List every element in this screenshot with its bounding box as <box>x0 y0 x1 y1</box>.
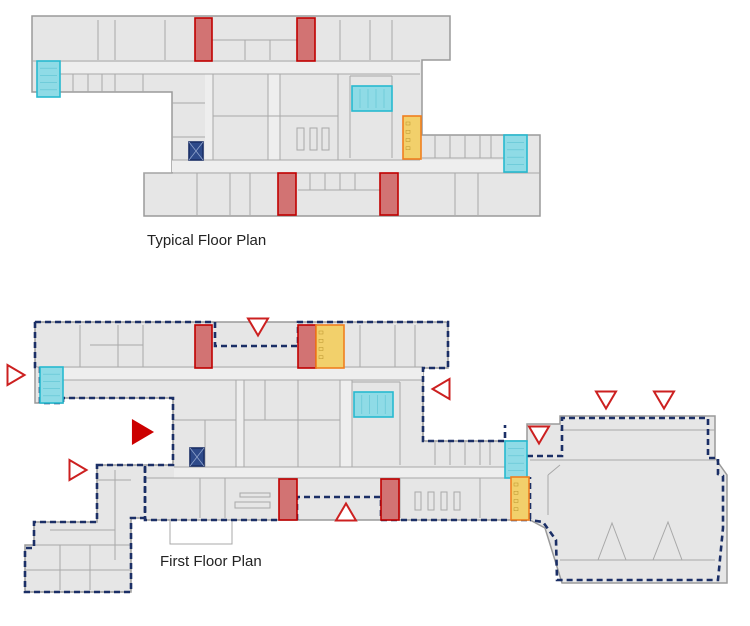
typical-walls <box>32 20 540 215</box>
first-corridor-west <box>236 380 244 467</box>
exit-arrow-left-icon <box>430 377 451 401</box>
typical-floor-plan <box>31 15 541 217</box>
typical-elevators <box>188 141 204 161</box>
typical-stairs <box>36 60 528 173</box>
exit-arrow-up-icon <box>334 501 358 522</box>
typical-corridor-mid <box>268 74 280 160</box>
exit-arrow-down-icon <box>594 390 618 411</box>
main-entry-marker <box>131 419 155 445</box>
zone-boundary-wing <box>23 463 147 594</box>
first-building-outline <box>24 321 728 593</box>
typical-corridor-west <box>205 74 213 160</box>
stair-icon <box>36 60 61 98</box>
exit-arrow-down-icon <box>246 317 270 338</box>
typical-corridor-south <box>172 160 508 172</box>
exit-stair-icon <box>278 478 298 521</box>
exit-arrow-right-icon <box>68 458 89 482</box>
stair-icon <box>503 134 528 173</box>
first-corridor-south <box>174 467 519 478</box>
first-exit-arrows <box>6 317 676 522</box>
exit-stair-icon <box>297 324 317 369</box>
exit-stair-icon <box>379 172 399 216</box>
typical-restrooms <box>402 115 422 160</box>
main-entry-arrow-icon <box>131 419 155 445</box>
restroom-icon <box>402 115 422 160</box>
exit-stair-icon <box>380 478 400 521</box>
exit-stair-icon <box>296 17 316 62</box>
first-floor-plan-title: First Floor Plan <box>160 553 262 570</box>
exit-stair-icon <box>194 17 213 62</box>
typical-exit-stairs <box>194 17 399 216</box>
exit-arrow-right-icon <box>6 363 27 387</box>
first-exit-stairs <box>194 324 400 521</box>
first-elevators <box>189 447 205 467</box>
first-stairs <box>39 366 528 479</box>
first-corridor-mid <box>340 380 352 467</box>
exit-arrow-down-icon <box>527 425 551 446</box>
first-restrooms <box>315 324 530 521</box>
stair-icon <box>351 85 393 112</box>
restroom-icon <box>315 324 345 369</box>
stair-icon <box>39 366 64 404</box>
first-corridor-north <box>63 368 423 380</box>
zone-boundary-main <box>35 320 507 443</box>
first-floor-plan <box>6 317 728 594</box>
restroom-icon <box>510 476 530 521</box>
exit-stair-icon <box>194 324 213 369</box>
first-walls <box>26 325 715 590</box>
typical-floor-plan-title: Typical Floor Plan <box>147 232 267 249</box>
typical-corridor-north <box>60 62 420 74</box>
exit-stair-icon <box>277 172 297 216</box>
stair-icon <box>353 391 394 418</box>
exit-arrow-down-icon <box>652 390 676 411</box>
stair-icon <box>504 440 528 479</box>
